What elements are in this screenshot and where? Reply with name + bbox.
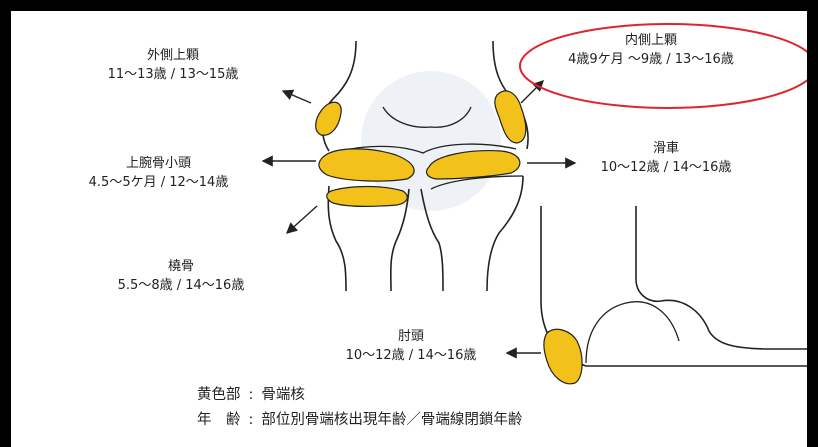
radial-head-name: 橈骨 bbox=[106, 257, 256, 276]
label-capitellum: 上腕骨小頭 4.5〜5ケ月 / 12〜14歳 bbox=[66, 154, 251, 192]
label-medial-epicondyle: 内側上顆 4歳9ケ月 〜9歳 / 13〜16歳 bbox=[551, 31, 751, 69]
legend: 黄色部 : 骨端核 年 齢 : 部位別骨端核出現年齢／骨端線閉鎖年齢 bbox=[197, 383, 522, 433]
label-lateral-epicondyle: 外側上顆 11〜13歳 / 13〜15歳 bbox=[93, 46, 253, 84]
lateral-epicondyle-ages: 11〜13歳 / 13〜15歳 bbox=[93, 65, 253, 84]
label-radial-head: 橈骨 5.5〜8歳 / 14〜16歳 bbox=[106, 257, 256, 295]
olecranon-center bbox=[544, 329, 582, 383]
medial-epicondyle-ages: 4歳9ケ月 〜9歳 / 13〜16歳 bbox=[551, 50, 751, 69]
lateral-epicondyle-center bbox=[316, 102, 341, 135]
ulna-lateral-outline bbox=[541, 206, 807, 366]
trochlea-ages: 10〜12歳 / 14〜16歳 bbox=[586, 158, 746, 177]
radial-head-center bbox=[327, 187, 408, 207]
legend-separator: : bbox=[249, 383, 254, 408]
legend-separator: : bbox=[249, 408, 254, 433]
capitellum-ages: 4.5〜5ケ月 / 12〜14歳 bbox=[66, 173, 251, 192]
legend-key-age: 年 齢 bbox=[197, 408, 241, 433]
olecranon-name: 肘頭 bbox=[331, 327, 491, 346]
medial-epicondyle-name: 内側上顆 bbox=[551, 31, 751, 50]
legend-key-yellow: 黄色部 bbox=[197, 383, 241, 408]
olecranon-ages: 10〜12歳 / 14〜16歳 bbox=[331, 346, 491, 365]
trochlea-name: 滑車 bbox=[586, 139, 746, 158]
legend-value-age: 部位別骨端核出現年齢／骨端線閉鎖年齢 bbox=[261, 408, 522, 433]
legend-value-yellow: 骨端核 bbox=[261, 383, 305, 408]
label-trochlea: 滑車 10〜12歳 / 14〜16歳 bbox=[586, 139, 746, 177]
diagram-canvas: 外側上顆 11〜13歳 / 13〜15歳 上腕骨小頭 4.5〜5ケ月 / 12〜… bbox=[11, 11, 807, 447]
legend-row-ossification: 黄色部 : 骨端核 bbox=[197, 383, 522, 408]
lateral-epicondyle-name: 外側上顆 bbox=[93, 46, 253, 65]
trochlear-notch bbox=[586, 302, 679, 363]
legend-row-age: 年 齢 : 部位別骨端核出現年齢／骨端線閉鎖年齢 bbox=[197, 408, 522, 433]
radial-head-ages: 5.5〜8歳 / 14〜16歳 bbox=[106, 276, 256, 295]
capitellum-name: 上腕骨小頭 bbox=[66, 154, 251, 173]
label-olecranon: 肘頭 10〜12歳 / 14〜16歳 bbox=[331, 327, 491, 365]
